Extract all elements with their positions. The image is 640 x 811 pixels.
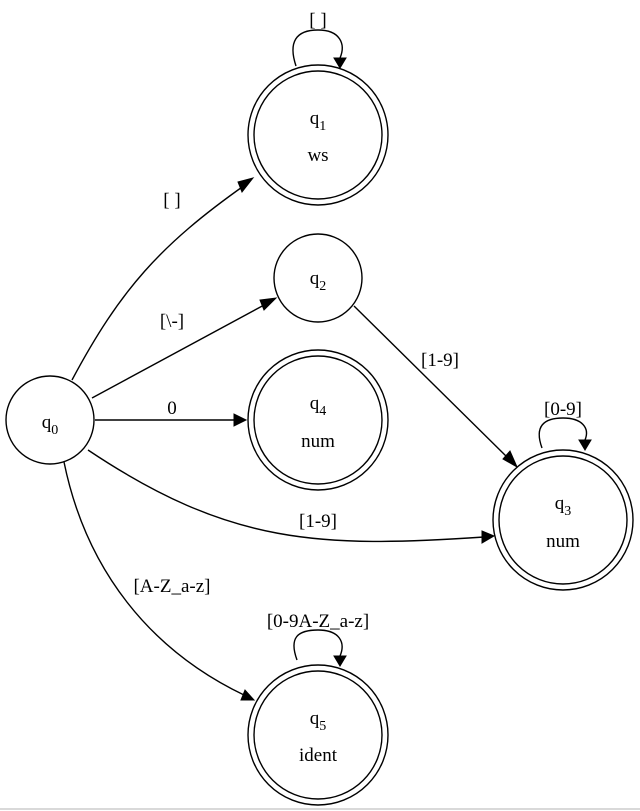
state-q1-inner-circle (253, 70, 383, 200)
arrowhead-q0-q2 (259, 297, 278, 311)
state-q0-name: q0 (42, 412, 59, 438)
arrowhead-q2-q3 (502, 450, 519, 469)
edge-q1-q1 (292, 29, 343, 67)
state-q2: q2 (273, 233, 363, 323)
state-q2-name: q2 (310, 268, 327, 294)
label-q5-q5: [0-9A-Z_a-z] (267, 611, 369, 632)
edge-q2-q3 (353, 305, 509, 459)
edge-q0-q1 (71, 184, 246, 381)
state-q5: q5 ident (247, 664, 389, 806)
state-q1-token: ws (307, 145, 328, 166)
edge-q0-q3 (87, 449, 485, 543)
arrowhead-q0-q5 (240, 689, 256, 701)
arrowhead-q3-q3 (578, 439, 592, 451)
edge-q3-q3 (538, 417, 588, 449)
edge-q0-q5 (63, 461, 245, 696)
label-q0-q2: [\-] (160, 311, 184, 332)
arrowhead-q5-q5 (333, 655, 347, 667)
state-q3-name: q3 (555, 493, 572, 519)
label-q3-q3: [0-9] (544, 399, 582, 420)
state-q4-inner-circle (253, 355, 383, 485)
edge-q5-q5 (293, 629, 343, 661)
state-q3-token: num (546, 531, 580, 552)
state-q4-token: num (301, 431, 335, 452)
label-q0-q1: [ ] (163, 190, 180, 211)
label-q0-q3: [1-9] (299, 511, 337, 532)
arrowhead-q0-q3 (481, 530, 496, 544)
state-q5-name: q5 (310, 708, 327, 734)
label-q0-q5: [A-Z_a-z] (133, 576, 210, 597)
state-q5-token: ident (299, 745, 338, 766)
state-q2-circle (273, 233, 363, 323)
edge-q0-q2 (91, 303, 267, 399)
state-q4-name: q4 (310, 393, 327, 419)
arrowhead-q0-q4 (233, 413, 248, 427)
label-q0-q4: 0 (167, 398, 177, 419)
state-q1-name: q1 (310, 108, 327, 134)
state-q3-inner-circle (498, 455, 628, 585)
state-q5-inner-circle (253, 670, 383, 800)
state-q3: q3 num (492, 449, 634, 591)
arrowhead-q0-q1 (237, 177, 255, 193)
label-q2-q3: [1-9] (421, 350, 459, 371)
state-q0-circle (5, 375, 95, 465)
state-q0: q0 (5, 375, 95, 465)
arrowhead-q1-q1 (333, 57, 347, 69)
state-q4: q4 num (247, 349, 389, 491)
state-q1: q1 ws (247, 64, 389, 206)
label-q1-q1: [ ] (309, 10, 326, 31)
